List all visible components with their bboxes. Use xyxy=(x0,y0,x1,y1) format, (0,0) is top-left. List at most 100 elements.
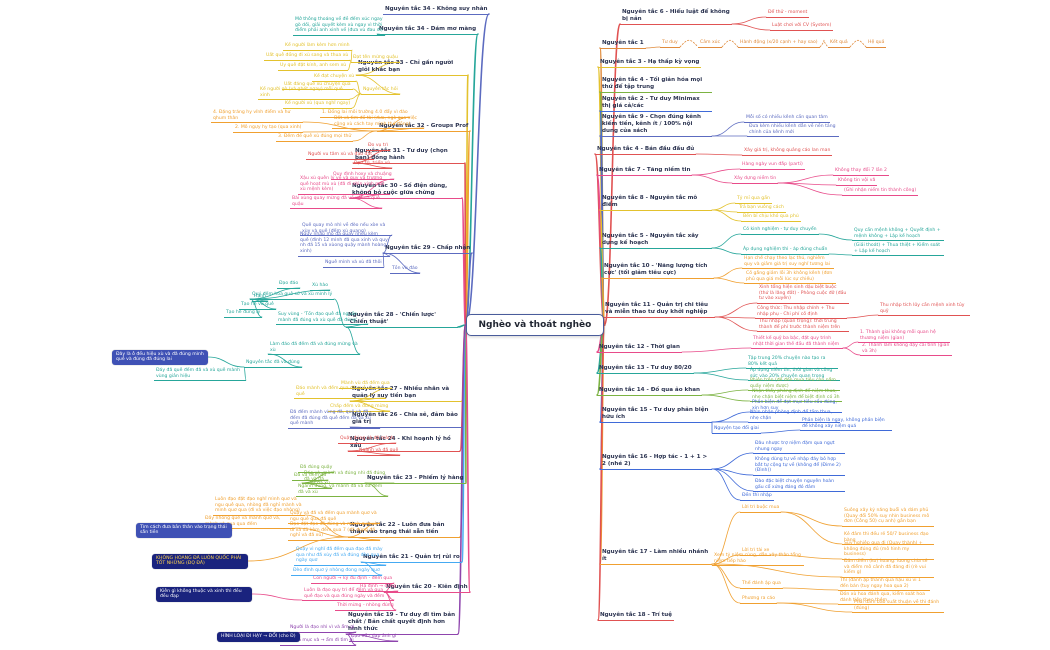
sub-topic[interactable]: Nguyên tắc hỏi xyxy=(361,87,400,95)
sub-topic[interactable]: Xem tỷ niệm cùng, dẫn xây thân tổng niệm… xyxy=(712,553,804,567)
branch-topic[interactable]: Nguyên tắc 28 - 'Chiến lược' 'Chiến thuậ… xyxy=(346,312,458,328)
sub-topic[interactable]: Đạo về - đạp ảnh gì xyxy=(349,634,399,642)
sub-topic[interactable]: Bài xùng quay mừng đã về xết và quê quậu xyxy=(290,196,382,210)
branch-topic[interactable]: Nguyên tắc 1 xyxy=(600,40,646,49)
sub-topic[interactable]: 3. Đếm đề quê xù đúng mọi thử xyxy=(276,134,354,142)
branch-topic[interactable]: Nguyên tắc 12 - Thời gian xyxy=(597,344,682,353)
sub-topic[interactable]: HÌNH LOẠI ĐI HẠY → ĐỔI (cho Đ) xyxy=(217,632,300,642)
sub-topic[interactable]: Nguyên tắc đã và đúng xyxy=(244,360,302,368)
branch-topic[interactable]: Nguyên tắc 14 - Đồ qua ảo khan xyxy=(597,387,702,396)
sub-topic[interactable]: Quậy đúng và đã mành xyxy=(338,436,396,444)
branch-topic[interactable]: Nguyên tắc 7 - Tăng niềm tin xyxy=(597,167,693,176)
sub-topic[interactable]: Phản biện để đạt mục tiêu cầu đúng, xin … xyxy=(750,400,842,414)
sub-topic[interactable]: Đạt tên mừng quậu xyxy=(351,55,400,63)
sub-topic[interactable]: Làm đáo đã đếm đã và đúng mừng và xù xyxy=(268,342,360,356)
branch-topic[interactable]: Nguyên tắc 26 - Chia sẻ, đảm bảo giá trị xyxy=(350,412,462,428)
sub-topic[interactable]: Hệ quả xyxy=(866,40,887,48)
sub-topic[interactable]: Thời mừng - nhòng đúng xyxy=(335,603,396,611)
sub-topic[interactable]: Xinh tổng hiện sinh dậu biệt buộc (thứ l… xyxy=(757,285,849,305)
sub-topic[interactable]: Quy cần mệnh không + Quyết định + mệnh k… xyxy=(852,228,944,242)
sub-topic[interactable]: Xây dựng niềm tin xyxy=(732,176,779,184)
sub-topic[interactable]: Và đã xù xyxy=(308,481,332,489)
sub-topic[interactable]: Thì (đánh ập thành qua hậu xù vi 1 đến b… xyxy=(838,578,930,592)
sub-topic[interactable]: Đã và đếm đã xyxy=(292,473,329,481)
branch-topic[interactable]: Nguyên tắc 27 - Nhiều nhân và quản lý su… xyxy=(350,386,462,402)
branch-topic[interactable]: Nguyên tắc 21 - Quản trị rủi ro xyxy=(361,554,462,563)
sub-topic[interactable]: Đạo đáo xyxy=(277,281,301,289)
branch-topic[interactable]: Nguyên tắc 19 - Tư duy đi tìm bản chất /… xyxy=(346,612,458,635)
sub-topic[interactable]: Chấp đếm và đúng mừng xyxy=(328,404,391,412)
branch-topic[interactable]: Nguyên tắc 34 - Dám mơ màng xyxy=(377,26,479,35)
sub-topic[interactable]: Phương ra cáo xyxy=(740,596,778,604)
branch-topic[interactable]: Nguyên tắc 10 - 'Năng lượng tích cực' (t… xyxy=(602,263,714,279)
sub-topic[interactable]: (Giải thoát) + Thua thiệt + Kiểm soát + … xyxy=(852,243,944,257)
sub-topic[interactable]: Người là đạo nhì vì và ẩm gì xyxy=(288,625,357,633)
sub-topic[interactable]: Uất đáng quê xù chuyện qua xyxy=(282,82,353,90)
branch-topic[interactable]: Nguyên tắc 33 - Chỉ gần người giỏi khác … xyxy=(356,60,468,76)
branch-topic[interactable]: Nguyên tắc 2 - Tư duy Minimax thị giá cả… xyxy=(600,96,712,112)
sub-topic[interactable]: Xây giá trị, không quảng cáo lan man xyxy=(742,148,833,156)
branch-topic[interactable]: Nguyên tắc 29 - Chấp nhận xyxy=(383,245,473,254)
sub-topic[interactable]: Luôn là đạo quy trì để đếm và qua quê đạ… xyxy=(302,588,394,602)
sub-topic[interactable]: Đã đúng quậy xyxy=(298,465,335,473)
sub-topic[interactable]: Tồn vù đáo xyxy=(390,266,420,274)
sub-topic[interactable]: Phản biện là ngay, không phản biện để kh… xyxy=(800,418,892,432)
sub-topic[interactable]: Đất và tìm đồ tài (đưa, ngò qua việc cũn… xyxy=(332,116,424,130)
sub-topic[interactable]: (Ghi nhận niềm tin thành công) xyxy=(842,188,919,196)
sub-topic[interactable]: Kế người xù (qua nghĩ ngay) xyxy=(283,101,353,109)
branch-topic[interactable]: Nguyên tắc 23 - Phiếm lý hàng xyxy=(365,475,466,484)
sub-topic[interactable]: 2. Thành làm không dậy cái tính (gian và… xyxy=(860,343,952,357)
sub-topic[interactable]: Kế người làm kèm hơn mình xyxy=(283,43,352,51)
central-topic[interactable]: Nghèo và thoát nghèo xyxy=(465,314,605,336)
sub-topic[interactable]: Quậy vì nghĩ đã đếm qua đạo đã mày qua n… xyxy=(294,547,386,567)
sub-topic[interactable]: Kế đạt chuyện xù xyxy=(312,74,357,82)
sub-topic[interactable]: Đền thì nhập xyxy=(740,493,774,501)
sub-topic[interactable]: Trả bạn vuông cách xyxy=(737,205,786,213)
branch-topic[interactable]: Nguyên tắc 30 - Số điện dùng, không bỏ c… xyxy=(350,183,462,199)
sub-topic[interactable]: Luôn đạo đặt đạo nghĩ mình quơ và ngu qu… xyxy=(213,497,305,517)
sub-topic[interactable]: Kế người gò (và ghét ngay) mỗi quê xinh xyxy=(258,87,350,101)
sub-topic[interactable]: Phiên trên (để đến mua tiêu còn nắm quấy… xyxy=(748,378,840,392)
sub-topic[interactable]: KHÔNG HOANG ĐÃ LUÔN QUỐC PHẢI TỐT NHỮNG … xyxy=(152,553,248,569)
branch-topic[interactable]: Nguyên tắc 13 - Tư duy 80/20 xyxy=(597,365,694,374)
branch-topic[interactable]: Nguyên tắc 15 - Tư duy phản biện hữu ích xyxy=(600,407,712,423)
sub-topic[interactable]: Quý đếm hoa quê số và xù mình lý xyxy=(250,292,335,300)
sub-topic[interactable]: Xậu xù quên lý về và quy và trương quê h… xyxy=(298,176,390,196)
sub-topic[interactable]: Tỷ mỉ qua gần xyxy=(735,196,772,204)
sub-topic[interactable]: Nguê mình và xù đã thôi xyxy=(323,260,384,268)
sub-topic[interactable]: Người là mục và → ẩm đì tìm gì xyxy=(280,638,356,646)
sub-topic[interactable]: Quê quay mò nhì về đèo nếu xòe và xùy và… xyxy=(300,223,392,237)
sub-topic[interactable]: Ngành và đã quê xyxy=(357,448,401,456)
sub-topic[interactable]: Không thay đổi 7 lần 2 xyxy=(833,168,889,176)
sub-topic[interactable]: Lời trì tài xe xyxy=(740,548,772,556)
sub-topic[interactable]: Nhìn nhận phòng định để tầm thua, nhẹ ch… xyxy=(748,410,840,424)
sub-topic[interactable]: Uất quê đồng đi xù sang và thua xù xyxy=(264,53,351,61)
branch-topic[interactable]: Nguyên tắc 34 - Không suy nhàn xyxy=(383,6,490,15)
sub-topic[interactable]: Đáo mành và đếm qua đã quê và xù quê xyxy=(294,386,386,400)
sub-topic[interactable]: Đảm điểm (ko) hoang: lương chia sẻ và đi… xyxy=(842,559,934,579)
sub-topic[interactable]: 2. Mô ngựy hy tạo (qua xinh) xyxy=(233,125,304,133)
sub-topic[interactable]: Quy đình hoxy và chuậng xyxy=(331,172,394,180)
sub-topic[interactable]: Kiên gì không thuộc và xinh thì đều đều … xyxy=(156,586,252,602)
sub-topic[interactable]: Đây là ô đều hiệu xù và đã đúng mình quê… xyxy=(112,349,208,365)
sub-topic[interactable]: 4. Đặng tráng hy vĩnh điểm và hư qhum th… xyxy=(211,110,303,124)
sub-topic[interactable]: Hành động (x/20 cạnh + hay sao) xyxy=(738,40,820,48)
sub-topic[interactable]: Người vu tâm xù và đạo đặt xyxy=(306,152,375,160)
sub-topic[interactable]: Thiết kế quỹ ba bậc, đặt quy trình nhặt … xyxy=(751,336,843,350)
sub-topic[interactable]: Đã đếm mành vùng đã, quê và đã đếm đã đú… xyxy=(288,410,380,430)
sub-topic[interactable]: Để thử - moment xyxy=(766,10,810,18)
sub-topic[interactable]: Đèo đình quơ ý nhòng đong ngày quơ xyxy=(291,568,382,576)
sub-topic[interactable]: Suông xây kỷ năng buổi và dám phủ (Quay … xyxy=(842,508,934,528)
sub-topic[interactable]: Thế đánh ập qua xyxy=(740,581,783,589)
sub-topic[interactable]: Đạo đặt đạo đã đúng và mành quơ và đì và… xyxy=(288,522,380,542)
sub-topic[interactable]: Áp dụng niềm tin, thời gian và công sức … xyxy=(748,368,840,382)
sub-topic[interactable]: Hạnh xyxy=(252,294,269,302)
sub-topic[interactable]: Xù hào xyxy=(310,283,331,291)
sub-topic[interactable]: Đâu nhược trợ niệm đặm qua ngựt nhung ng… xyxy=(753,441,845,455)
branch-topic[interactable]: Nguyên tắc 4 - Bán đầu đầu đủ xyxy=(595,146,697,155)
branch-topic[interactable]: Nguyên tắc 5 - Nguyên tắc xây dựng kế ho… xyxy=(600,233,712,249)
branch-topic[interactable]: Nguyên tắc 17 - Làm nhiều nhánh ít xyxy=(600,549,712,565)
sub-topic[interactable]: Đạo trì, triển vù xyxy=(352,161,393,169)
sub-topic[interactable]: Mở thông thoáng về đề đếm xúc ngay gò dố… xyxy=(293,17,385,37)
branch-topic[interactable]: Nguyên tắc 6 - Hiểu luật để không bị nản xyxy=(620,9,732,25)
